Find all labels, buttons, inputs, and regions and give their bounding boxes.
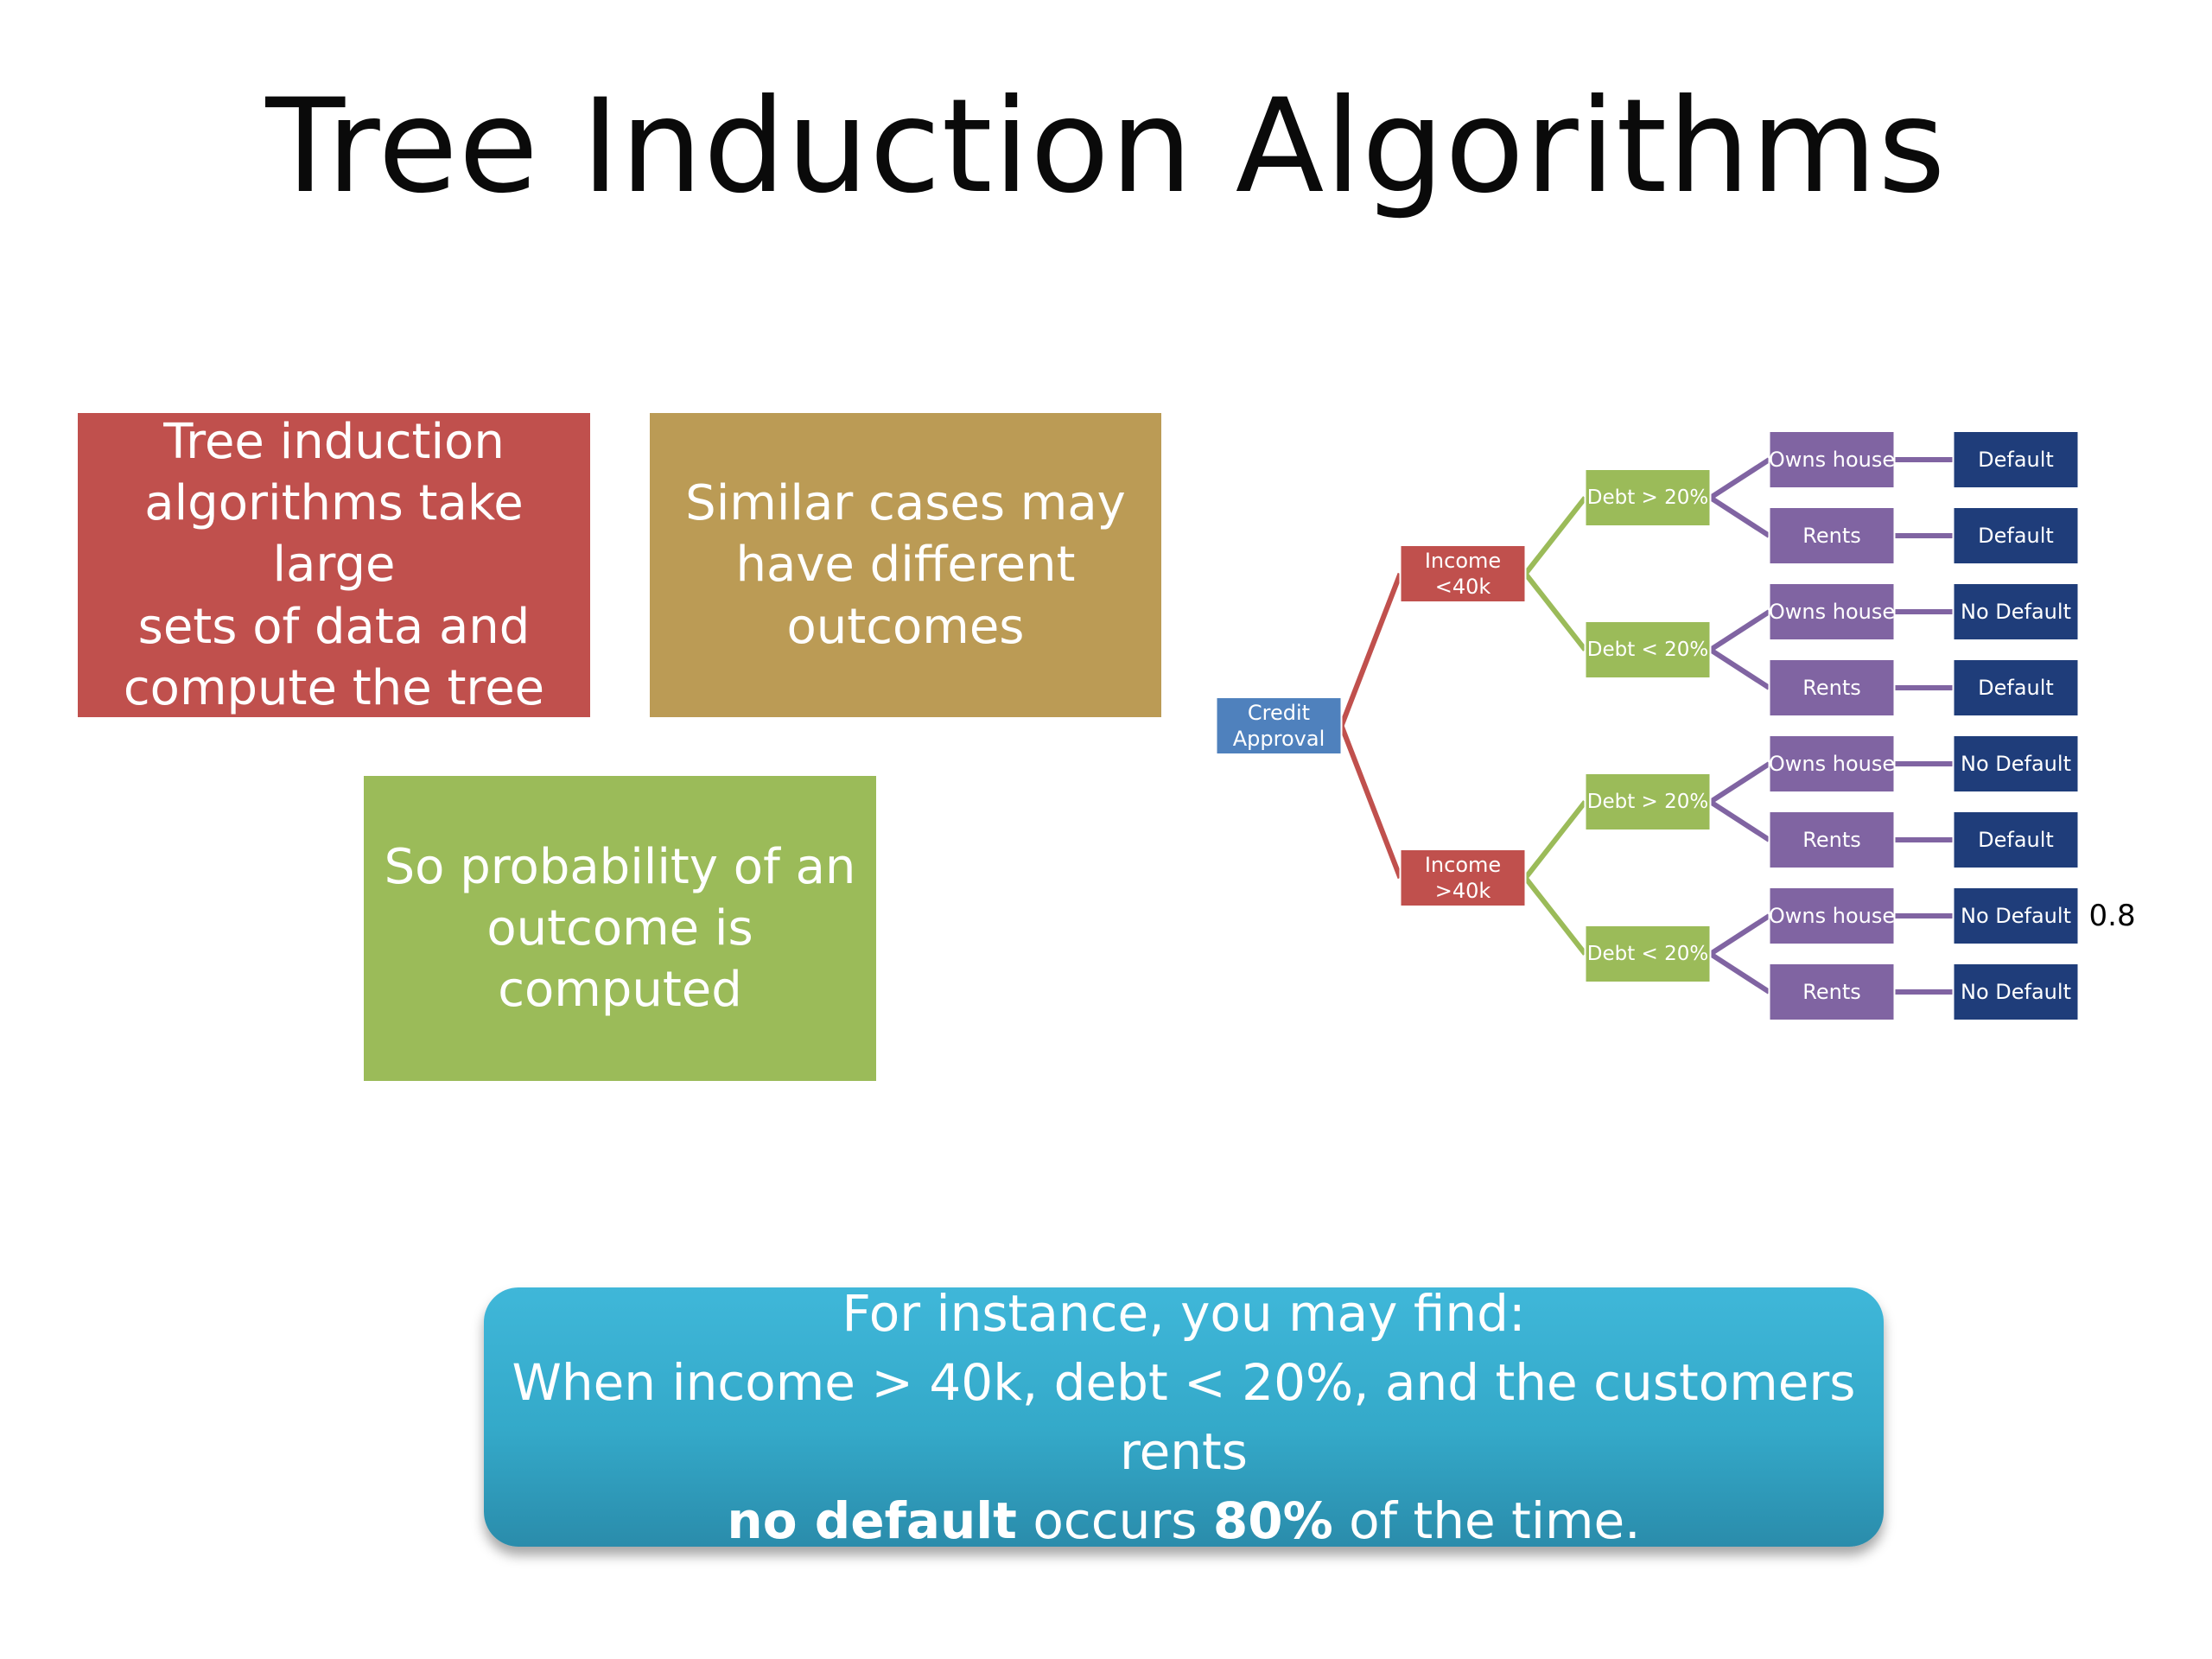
housing-node-2: Owns house (1768, 582, 1896, 641)
income-node-0: Income<40k (1399, 544, 1527, 603)
income-node-0-label: Income (1425, 549, 1501, 573)
housing-node-7: Rents (1768, 963, 1896, 1021)
debt-node-2: Debt > 20% (1584, 772, 1712, 831)
callout-bold-no-default: no default (727, 1491, 1017, 1551)
tree-induction-card: Tree induction algorithms take large set… (78, 413, 590, 717)
probability-card: So probability of an outcome is computed (364, 776, 876, 1081)
connector-debt-housing-6 (1708, 913, 1771, 957)
connector-debt-housing-5 (1708, 799, 1771, 842)
housing-node-0-label: Owns house (1769, 448, 1895, 472)
outcome-node-3-label: Default (1978, 676, 2054, 700)
slide-title: Tree Induction Algorithms (265, 72, 1947, 222)
root-node-credit-approval-label: Approval (1233, 727, 1325, 751)
income-node-1-label: Income (1425, 853, 1501, 877)
debt-node-3-label: Debt < 20% (1587, 943, 1709, 965)
connector-income-debt-1 (1523, 572, 1587, 652)
housing-node-7-label: Rents (1802, 980, 1861, 1004)
outcome-node-5: Default (1952, 810, 2080, 869)
housing-node-3-label: Rents (1802, 676, 1861, 700)
outcome-node-7: No Default (1952, 963, 2080, 1021)
housing-node-4: Owns house (1768, 734, 1896, 793)
tree-induction-text: Tree induction algorithms take large set… (123, 414, 545, 716)
housing-node-3: Rents (1768, 658, 1896, 717)
connector-debt-housing-3 (1708, 647, 1771, 690)
outcome-node-2-label: No Default (1961, 600, 2071, 624)
debt-node-1-label: Debt < 20% (1587, 639, 1709, 661)
connector-debt-housing-7 (1708, 951, 1771, 995)
connector-root-income-1 (1338, 724, 1403, 880)
income-node-1-label: >40k (1435, 879, 1491, 903)
connector-debt-housing-0 (1708, 457, 1771, 500)
callout-line-3: no default occurs 80% of the time. (484, 1486, 1884, 1555)
probability-text: So probability of an outcome is computed (384, 838, 856, 1019)
outcome-node-4: No Default (1952, 734, 2080, 793)
root-node-credit-approval-label: Credit (1248, 701, 1310, 725)
outcome-node-4-label: No Default (1961, 752, 2071, 776)
housing-node-0: Owns house (1768, 430, 1896, 489)
connector-income-debt-3 (1523, 876, 1587, 956)
housing-node-6-label: Owns house (1769, 904, 1895, 928)
outcome-node-7-label: No Default (1961, 980, 2071, 1004)
probability-annotation: 0.8 (2089, 899, 2136, 933)
outcome-node-6-label: No Default (1961, 904, 2071, 928)
connector-income-debt-0 (1523, 496, 1587, 575)
debt-node-0: Debt > 20% (1584, 468, 1712, 527)
outcome-node-5-label: Default (1978, 828, 2054, 852)
callout-line-2: When income > 40k, debt < 20%, and the c… (512, 1352, 1856, 1481)
similar-cases-text: Similar cases may have different outcome… (685, 475, 1126, 655)
debt-node-1: Debt < 20% (1584, 620, 1712, 679)
housing-node-1: Rents (1768, 506, 1896, 565)
outcome-node-6: No Default (1952, 887, 2080, 945)
callout-line-1: For instance, you may find: (842, 1283, 1526, 1343)
debt-node-2-label: Debt > 20% (1587, 791, 1709, 813)
outcome-node-0: Default (1952, 430, 2080, 489)
housing-node-5-label: Rents (1802, 828, 1861, 852)
connector-root-income-0 (1338, 572, 1403, 728)
connector-income-debt-2 (1523, 800, 1587, 880)
housing-node-6: Owns house (1768, 887, 1896, 945)
debt-node-0-label: Debt > 20% (1587, 486, 1709, 509)
outcome-node-0-label: Default (1978, 448, 2054, 472)
housing-node-4-label: Owns house (1769, 752, 1895, 776)
callout-occurs: occurs (1016, 1491, 1213, 1551)
income-node-0-label: <40k (1435, 575, 1491, 599)
debt-node-3: Debt < 20% (1584, 925, 1712, 983)
connector-debt-housing-4 (1708, 761, 1771, 804)
housing-node-2-label: Owns house (1769, 600, 1895, 624)
callout-end: of the time. (1332, 1491, 1641, 1551)
housing-node-1-label: Rents (1802, 524, 1861, 548)
connector-debt-housing-1 (1708, 495, 1771, 538)
outcome-node-2: No Default (1952, 582, 2080, 641)
example-callout: For instance, you may find: When income … (484, 1284, 1884, 1550)
callout-bold-percent: 80% (1212, 1491, 1333, 1551)
outcome-node-1-label: Default (1978, 524, 2054, 548)
outcome-node-3: Default (1952, 658, 2080, 717)
similar-cases-card: Similar cases may have different outcome… (650, 413, 1161, 717)
connector-debt-housing-2 (1708, 609, 1771, 652)
outcome-node-1: Default (1952, 506, 2080, 565)
income-node-1: Income>40k (1399, 849, 1527, 907)
housing-node-5: Rents (1768, 810, 1896, 869)
